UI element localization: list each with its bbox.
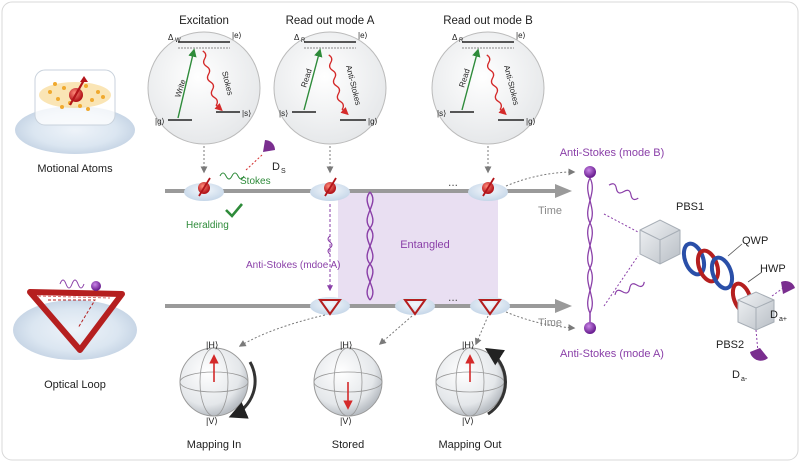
pbs1-label: PBS1 bbox=[676, 201, 704, 213]
bloch-sphere-mapping-out bbox=[435, 347, 507, 417]
anti-stokes-mdoe-a-label: Anti-Stokes (mdoe A) bbox=[246, 260, 340, 271]
wave-packet-upper bbox=[608, 183, 639, 201]
detector-s-icon bbox=[263, 140, 275, 152]
right-entanglement-helix bbox=[587, 177, 593, 322]
loop-node-3 bbox=[470, 297, 510, 316]
readout-a-title: Read out mode A bbox=[286, 15, 375, 27]
optical-loop-illustration bbox=[13, 279, 137, 360]
entangled-region bbox=[338, 192, 498, 306]
detector-a-plus-sub: a+ bbox=[779, 316, 787, 323]
pbs2-label: PBS2 bbox=[716, 339, 744, 351]
delta-r-label-b: Δ bbox=[452, 33, 458, 42]
mapping-out-label: Mapping Out bbox=[439, 439, 502, 451]
detector-s-sub: S bbox=[281, 168, 286, 175]
motional-atoms-label: Motional Atoms bbox=[37, 163, 113, 175]
ket-e-excitation: |e⟩ bbox=[232, 31, 242, 40]
atom-node-readout-a bbox=[310, 177, 350, 201]
detector-a-plus-icon bbox=[781, 280, 795, 294]
qwp-label: QWP bbox=[742, 235, 768, 247]
ellipsis-bottom: ... bbox=[448, 290, 458, 304]
time-arrow-bottom-icon bbox=[555, 299, 572, 313]
qwp-plate bbox=[681, 241, 735, 291]
bloch-sphere-stored bbox=[313, 347, 383, 417]
ket-g-excitation: |g⟩ bbox=[155, 117, 165, 126]
detector-s-label: D bbox=[272, 161, 280, 173]
atom-node-excitation bbox=[184, 177, 224, 201]
optical-loop-label: Optical Loop bbox=[44, 379, 106, 391]
time-arrow-top-icon bbox=[555, 184, 572, 198]
loop-node-2 bbox=[395, 297, 435, 316]
path-upper-to-pbs1 bbox=[603, 213, 639, 233]
entangled-label: Entangled bbox=[400, 239, 450, 251]
anti-stokes-mode-a-label: Anti-Stokes (mode A) bbox=[560, 348, 664, 360]
path-to-det-plus bbox=[771, 285, 787, 297]
pbs2-cube bbox=[737, 291, 775, 331]
arrow-loop-to-mapping-out bbox=[474, 315, 489, 346]
stored-h: |H⟩ bbox=[340, 340, 352, 350]
ket-e-readout-a: |e⟩ bbox=[358, 31, 368, 40]
level-diagram-excitation: Δ W |e⟩ |g⟩ |s⟩ Write Stokes bbox=[147, 31, 261, 145]
detector-a-minus-sub: a- bbox=[741, 376, 748, 383]
bloch-sphere-mapping-in bbox=[179, 347, 257, 419]
hwp-pointer bbox=[747, 271, 763, 283]
stokes-photon bbox=[219, 172, 245, 180]
mapping-out-v: |V⟩ bbox=[462, 416, 474, 426]
photon-mode-b-dot bbox=[584, 166, 596, 178]
detector-a-minus-icon bbox=[750, 348, 768, 361]
heralding-label: Heralding bbox=[186, 220, 229, 231]
ket-s-readout-a: |s⟩ bbox=[279, 109, 288, 118]
level-diagram-readout-a: Δ R |e⟩ |s⟩ |g⟩ Read Anti-Stokes bbox=[273, 31, 387, 145]
anti-stokes-a-photon bbox=[327, 235, 333, 255]
qwp-pointer bbox=[727, 243, 743, 257]
ket-e-readout-b: |e⟩ bbox=[516, 31, 526, 40]
delta-r-sub-b: R bbox=[459, 38, 464, 44]
stokes-label: Stokes bbox=[240, 176, 271, 187]
detector-a-minus-label: D bbox=[732, 369, 740, 381]
mapping-in-v: |V⟩ bbox=[206, 416, 218, 426]
arrow-loop-to-stored bbox=[378, 315, 413, 345]
level-diagram-readout-b: Δ R |e⟩ |s⟩ |g⟩ Read Anti-Stokes bbox=[431, 31, 545, 145]
mapping-in-label: Mapping In bbox=[187, 439, 241, 451]
readout-b-title: Read out mode B bbox=[443, 15, 533, 27]
mapping-out-h: |H⟩ bbox=[462, 340, 474, 350]
mapping-in-h: |H⟩ bbox=[206, 340, 218, 350]
ket-g-readout-a: |g⟩ bbox=[368, 117, 378, 126]
loop-node-1 bbox=[310, 297, 350, 316]
ket-g-readout-b: |g⟩ bbox=[526, 117, 536, 126]
delta-r-sub-a: R bbox=[301, 38, 306, 44]
pbs1-cube bbox=[639, 219, 681, 265]
stored-v: |V⟩ bbox=[340, 416, 352, 426]
detector-a-plus-label: D bbox=[770, 309, 778, 321]
delta-w-label: Δ bbox=[168, 33, 174, 42]
time-label-top: Time bbox=[538, 205, 562, 217]
atom-node-readout-b bbox=[468, 177, 508, 201]
hwp-label: HWP bbox=[760, 263, 786, 275]
delta-w-sub: W bbox=[175, 38, 181, 44]
excitation-title: Excitation bbox=[179, 15, 229, 27]
check-icon bbox=[225, 203, 243, 218]
entanglement-helix bbox=[366, 191, 374, 301]
wave-packet-lower bbox=[614, 281, 645, 296]
ket-s-excitation: |s⟩ bbox=[242, 109, 251, 118]
delta-r-label-a: Δ bbox=[294, 33, 300, 42]
motional-atoms-illustration bbox=[15, 69, 135, 154]
photon-mode-a-dot bbox=[584, 322, 596, 334]
ellipsis-top: ... bbox=[448, 175, 458, 189]
ket-s-readout-b: |s⟩ bbox=[437, 109, 446, 118]
stored-label: Stored bbox=[332, 439, 364, 451]
anti-stokes-mode-b-label: Anti-Stokes (mode B) bbox=[560, 147, 665, 159]
